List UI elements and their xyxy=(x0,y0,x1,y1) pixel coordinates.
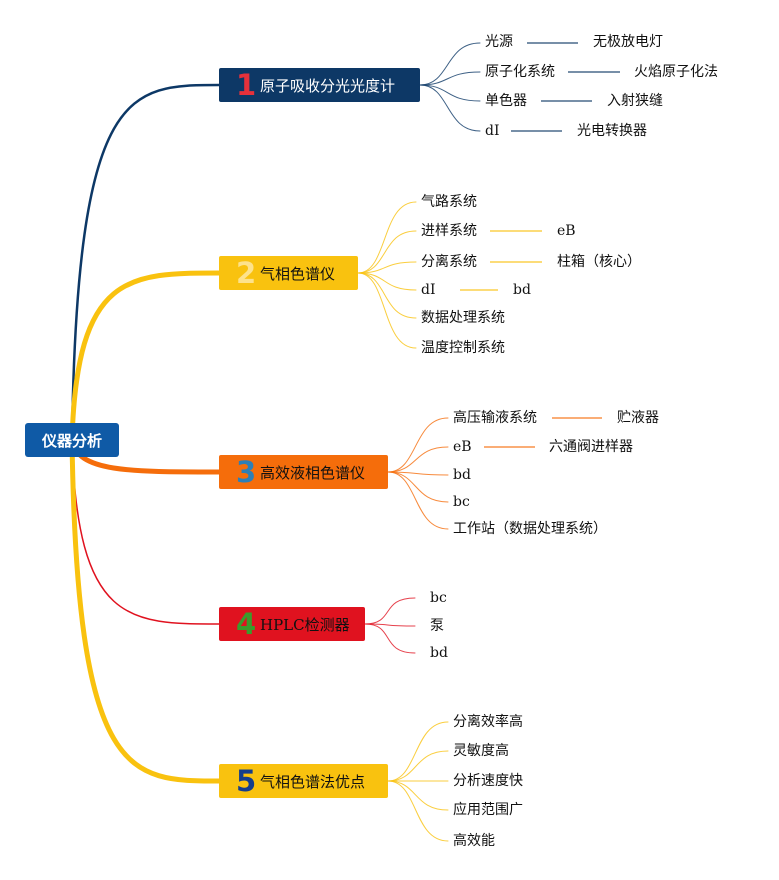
leaf-connector-2-1 xyxy=(357,201,417,274)
leaf-3-1-detail[interactable]: 贮液器 xyxy=(617,410,659,426)
branch-number-3: 3 xyxy=(236,455,257,489)
branch-label-2: 气相色谱仪 xyxy=(260,264,336,283)
leaf-1-1[interactable]: 光源 xyxy=(485,34,513,50)
leaf-5-3[interactable]: 分析速度快 xyxy=(453,773,523,789)
leaf-4-2[interactable]: 泵 xyxy=(430,618,444,634)
leaf-1-4-detail[interactable]: 光电转换器 xyxy=(577,123,647,139)
leaf-connector-4-1 xyxy=(364,597,416,625)
leaf-1-3[interactable]: 单色器 xyxy=(485,93,527,109)
leaf-2-3[interactable]: 分离系统 xyxy=(421,254,477,270)
leaf-connector-2-3 xyxy=(357,261,417,274)
leaf-2-4-detail[interactable]: bd xyxy=(513,282,531,298)
branch-label-4: HPLC检测器 xyxy=(260,615,350,634)
leaf-connector-2-5 xyxy=(357,272,417,319)
leaf-connector-3-5 xyxy=(387,471,449,530)
leaf-connector-3-1 xyxy=(387,417,449,473)
leaf-5-4[interactable]: 应用范围广 xyxy=(453,802,523,818)
branch-node-2[interactable]: 2 气相色谱仪 xyxy=(219,256,358,290)
leaf-connector-4-3 xyxy=(364,623,416,654)
leaf-1-2[interactable]: 原子化系统 xyxy=(485,64,555,80)
leaf-2-2[interactable]: 进样系统 xyxy=(421,223,477,239)
leaf-2-1[interactable]: 气路系统 xyxy=(421,194,477,210)
leaf-1-1-detail[interactable]: 无极放电灯 xyxy=(593,34,663,50)
branch-node-4[interactable]: 4 HPLC检测器 xyxy=(219,607,365,641)
leaf-2-4[interactable]: dI xyxy=(421,282,436,298)
branch-label-1: 原子吸收分光光度计 xyxy=(260,76,396,95)
leaf-connector-4-2 xyxy=(364,623,416,627)
branch-node-5[interactable]: 5 气相色谱法优点 xyxy=(219,764,388,798)
branch-number-4: 4 xyxy=(236,607,257,641)
leaf-2-5[interactable]: 数据处理系统 xyxy=(421,310,505,326)
leaf-2-2-detail[interactable]: eB xyxy=(557,223,576,239)
leaf-connector-5-4 xyxy=(387,780,449,811)
leaf-2-3-detail[interactable]: 柱箱（核心） xyxy=(557,254,641,270)
branch-connector-5 xyxy=(69,437,222,784)
branch-label-5: 气相色谱法优点 xyxy=(260,772,366,791)
leaf-connector-3-3 xyxy=(387,471,449,476)
branch-connector-2 xyxy=(69,270,222,443)
leaf-3-1[interactable]: 高压输液系统 xyxy=(453,410,537,426)
branch-number-5: 5 xyxy=(236,764,257,798)
root-node[interactable]: 仪器分析 xyxy=(25,423,119,457)
leaf-1-3-detail[interactable]: 入射狭缝 xyxy=(607,93,663,109)
leaf-5-1[interactable]: 分离效率高 xyxy=(453,714,523,730)
leaf-3-5[interactable]: 工作站（数据处理系统） xyxy=(453,521,607,537)
leaf-connector-1-1 xyxy=(419,42,481,86)
leaf-connector-2-4 xyxy=(357,272,417,291)
leaf-connector-3-4 xyxy=(387,471,449,503)
leaf-connector-5-1 xyxy=(387,721,449,782)
leaf-connector-1-3 xyxy=(419,84,481,102)
branch-node-3[interactable]: 3 高效液相色谱仪 xyxy=(219,455,388,489)
leaf-connector-1-2 xyxy=(419,71,481,86)
branch-label-3: 高效液相色谱仪 xyxy=(260,463,366,482)
leaf-1-4[interactable]: dI xyxy=(485,123,500,139)
leaf-3-3[interactable]: bd xyxy=(453,467,471,483)
leaf-3-2[interactable]: eB xyxy=(453,439,472,455)
leaf-2-6[interactable]: 温度控制系统 xyxy=(421,340,505,356)
leaf-connector-3-2 xyxy=(387,446,449,473)
leaf-connector-5-2 xyxy=(387,750,449,782)
root-label: 仪器分析 xyxy=(41,431,102,450)
leaf-connector-2-6 xyxy=(357,272,417,349)
leaf-connector-1-4 xyxy=(419,84,481,132)
branch-number-1: 1 xyxy=(236,68,257,102)
leaf-connector-5-5 xyxy=(387,780,449,842)
leaf-4-3[interactable]: bd xyxy=(430,645,448,661)
leaf-3-2-detail[interactable]: 六通阀进样器 xyxy=(549,439,633,455)
branch-connector-1 xyxy=(70,83,221,442)
leaf-5-5[interactable]: 高效能 xyxy=(453,833,495,849)
leaf-4-1[interactable]: bc xyxy=(430,590,447,606)
leaf-1-2-detail[interactable]: 火焰原子化法 xyxy=(634,64,718,80)
leaf-connector-2-2 xyxy=(357,230,417,274)
branch-connector-4 xyxy=(71,439,220,625)
leaf-5-2[interactable]: 灵敏度高 xyxy=(453,743,509,759)
leaf-3-4[interactable]: bc xyxy=(453,494,470,510)
branch-number-2: 2 xyxy=(236,256,257,290)
branch-node-1[interactable]: 1 原子吸收分光光度计 xyxy=(219,68,420,102)
